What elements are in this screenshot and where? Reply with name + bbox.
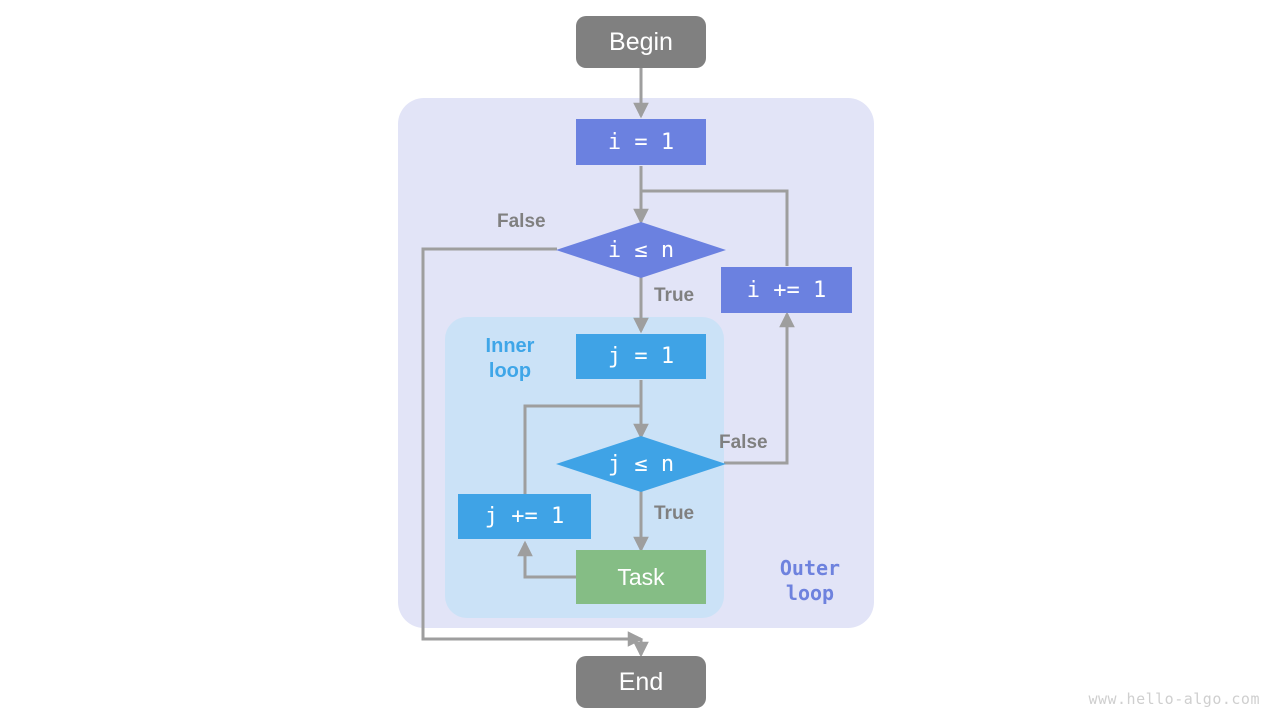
node-j-increment-label: j += 1 (484, 504, 565, 529)
node-j-condition-label: j ≤ n (607, 451, 675, 477)
node-j-increment[interactable]: j += 1 (458, 494, 591, 539)
node-task-label: Task (617, 563, 665, 590)
node-i-condition-label: i ≤ n (607, 237, 675, 263)
node-end[interactable]: End (576, 656, 706, 708)
node-begin[interactable]: Begin (576, 16, 706, 68)
edge-label-i-false: False (497, 211, 546, 232)
node-i-init[interactable]: i = 1 (576, 119, 706, 165)
node-i-init-label: i = 1 (607, 129, 675, 155)
edge-label-j-true: True (654, 503, 695, 524)
outer-loop-label: Outer loop (779, 556, 841, 605)
node-begin-label: Begin (609, 27, 673, 56)
node-end-label: End (618, 667, 664, 696)
edge-label-j-false: False (719, 432, 768, 453)
node-j-init[interactable]: j = 1 (576, 334, 706, 379)
edge-label-i-true: True (654, 285, 695, 306)
watermark: www.hello-algo.com (1088, 690, 1260, 708)
node-i-increment-label: i += 1 (746, 277, 827, 303)
node-task[interactable]: Task (576, 550, 706, 604)
inner-loop-label: Inner loop (485, 335, 535, 382)
node-j-init-label: j = 1 (607, 344, 675, 369)
node-i-increment[interactable]: i += 1 (721, 267, 852, 313)
